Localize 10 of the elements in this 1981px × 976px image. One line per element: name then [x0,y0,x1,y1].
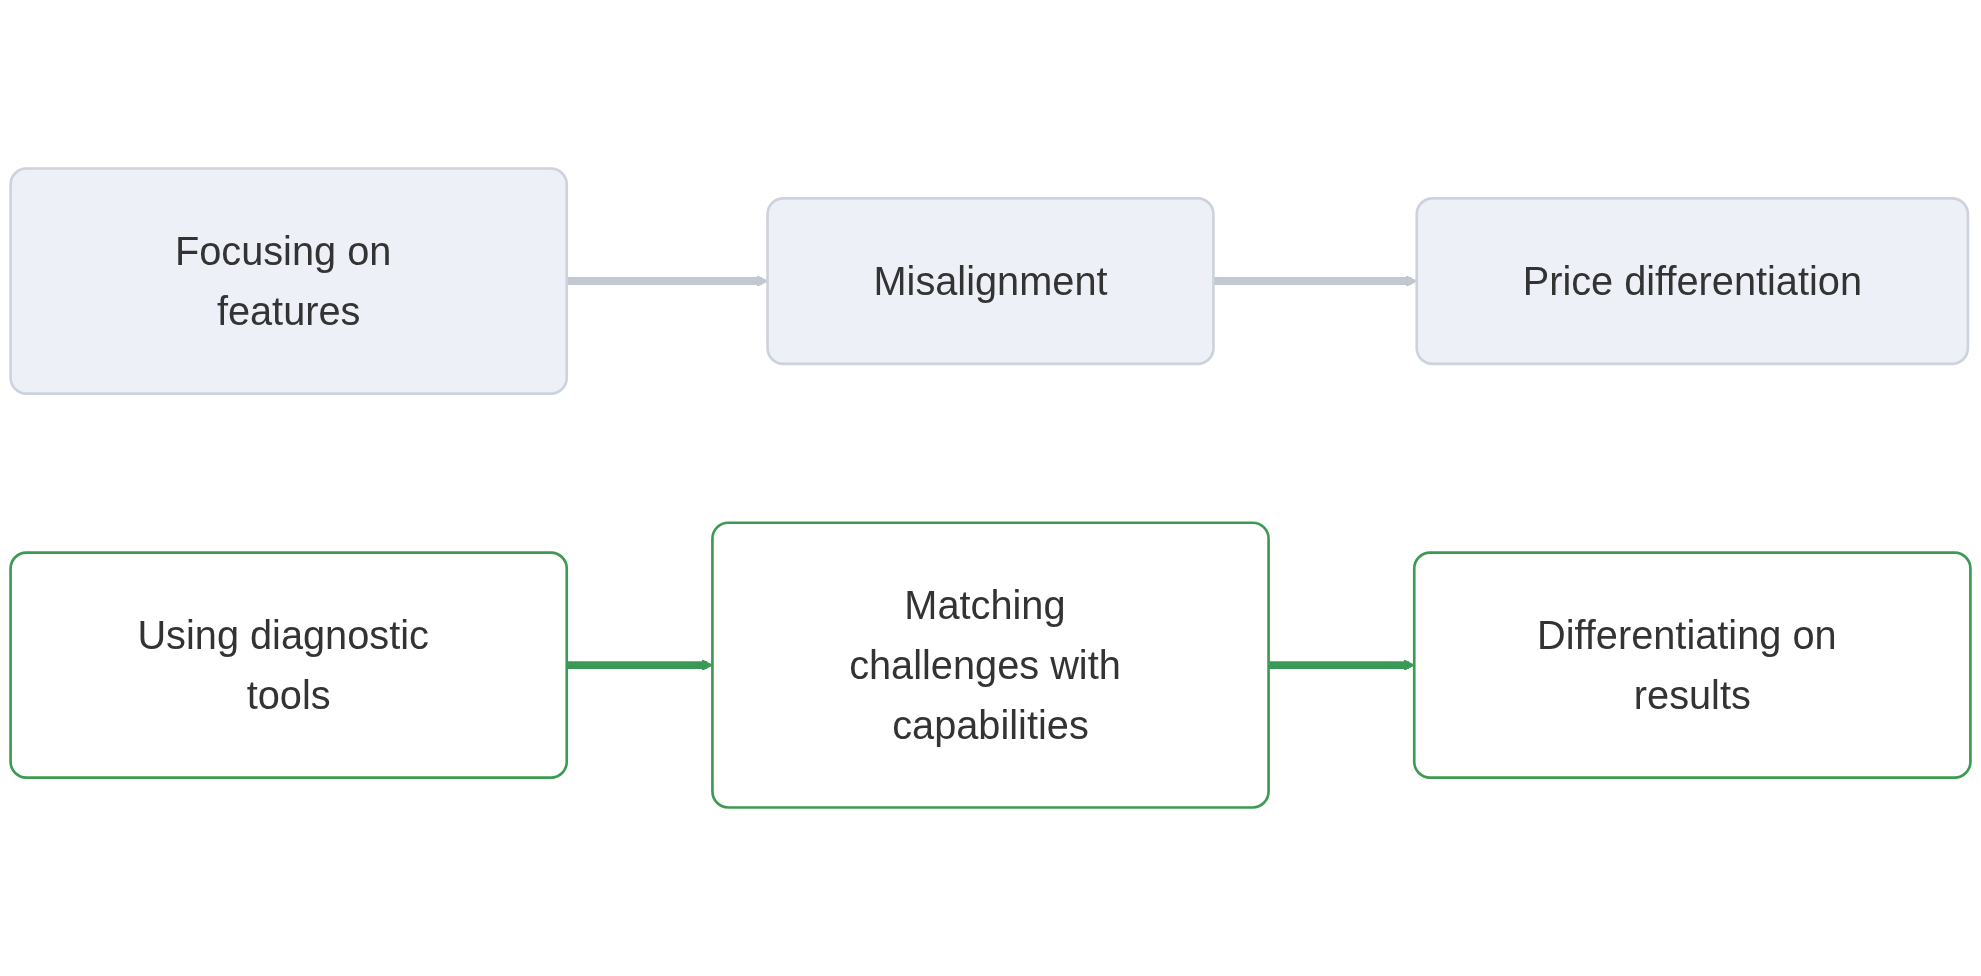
node-box: Price differentiation [1415,197,1970,366]
node-box: Differentiating on results [1412,551,1972,779]
arrow [1213,275,1418,287]
arrow [1268,659,1415,671]
arrow [566,275,769,287]
node-box: Matching challenges with capabilities [711,521,1270,809]
arrow [566,659,713,671]
node-box: Using diagnostic tools [9,551,569,779]
node-box: Misalignment [766,197,1215,366]
node-box: Focusing on features [9,167,569,395]
